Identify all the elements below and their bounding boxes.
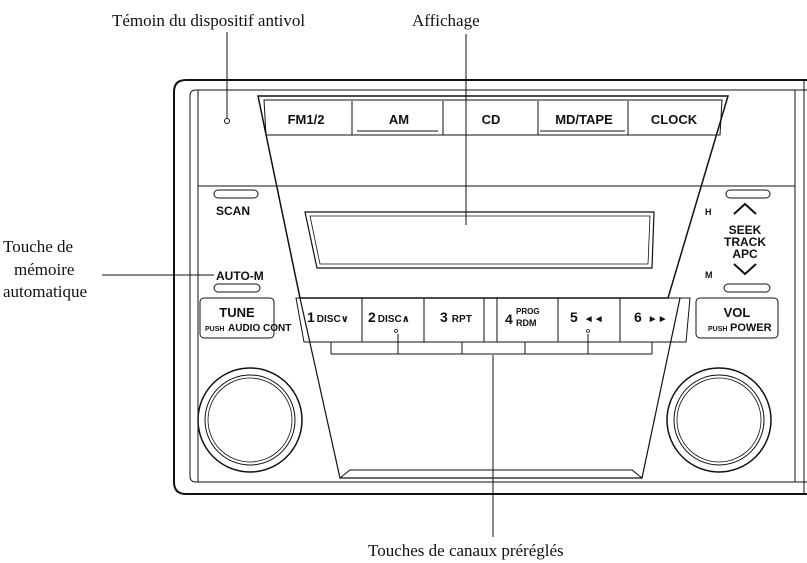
preset-5-num: 5 <box>570 309 578 325</box>
radio-housing <box>173 79 807 495</box>
seek-label: SEEK <box>729 223 762 237</box>
antitheft-led <box>224 118 230 124</box>
chevron-down-icon <box>733 263 757 276</box>
vol-label: VOL <box>724 305 751 320</box>
preset-button-3[interactable]: 3 RPT <box>440 309 472 325</box>
tune-push-label: PUSH <box>205 326 224 333</box>
preset-6-num: 6 <box>634 309 642 325</box>
vol-button[interactable]: VOL PUSH POWER <box>695 297 779 339</box>
tune-knob[interactable] <box>197 367 303 473</box>
svg-text:5◄◄: 5 ◄◄ <box>570 309 604 325</box>
callout-presets: Touches de canaux préréglés <box>368 541 564 560</box>
auto-m-label: AUTO-M <box>216 269 264 283</box>
top-button-row <box>263 99 723 136</box>
preset-2-num: 2 <box>368 309 376 325</box>
callout-automem-1: Touche de <box>3 237 73 256</box>
preset-button-5[interactable]: 5 ◄◄ <box>570 309 604 333</box>
callout-automem-2: mémoire <box>14 260 74 279</box>
callout-display: Affichage <box>412 11 480 30</box>
auto-m-button[interactable]: AUTO-M <box>213 269 264 293</box>
button-clock[interactable]: CLOCK <box>651 112 698 127</box>
preset-5-label: ◄◄ <box>584 314 604 325</box>
track-label: TRACK <box>724 235 766 249</box>
preset-1-num: 1 <box>307 309 315 325</box>
scan-button[interactable]: SCAN <box>213 189 259 218</box>
tune-label: TUNE <box>219 305 255 320</box>
preset-3-label: RPT <box>452 314 472 325</box>
callout-antitheft: Témoin du dispositif antivol <box>112 11 305 30</box>
preset-bracket <box>330 334 653 355</box>
chevron-up-icon <box>733 202 757 215</box>
preset-4-num: 4 <box>505 311 513 327</box>
preset-4-label2: RDM <box>516 318 537 328</box>
seek-button[interactable]: H SEEK TRACK APC M <box>705 189 771 293</box>
preset-2-label: DISC∧ <box>378 314 410 325</box>
preset-4-label: PROG <box>516 307 540 316</box>
vol-sub-label: POWER <box>730 322 772 334</box>
scan-label: SCAN <box>216 204 250 218</box>
preset-button-4[interactable]: 4 PROG RDM <box>505 307 540 328</box>
preset-button-6[interactable]: 6 ►► <box>634 309 668 325</box>
preset-6-label: ►► <box>648 314 668 325</box>
button-cd[interactable]: CD <box>482 112 501 127</box>
tune-button[interactable]: TUNE PUSH AUDIO CONT <box>199 297 291 339</box>
vol-push-label: PUSH <box>708 326 727 333</box>
preset-3-num: 3 <box>440 309 448 325</box>
callout-automem-3: automatique <box>3 282 87 301</box>
apc-label: APC <box>732 247 758 261</box>
svg-text:6►►: 6 ►► <box>634 309 668 325</box>
volume-knob[interactable] <box>666 367 772 473</box>
preset-row <box>295 297 691 343</box>
seek-m-label: M <box>705 270 713 280</box>
button-am[interactable]: AM <box>389 112 409 127</box>
button-md-tape[interactable]: MD/TAPE <box>555 112 613 127</box>
display-window <box>304 211 655 269</box>
seek-h-label: H <box>705 207 712 217</box>
leader-lines <box>102 32 494 537</box>
button-fm12[interactable]: FM1/2 <box>288 112 325 127</box>
preset-1-label: DISC∨ <box>317 314 349 325</box>
tune-sub-label: AUDIO CONT <box>228 323 291 334</box>
